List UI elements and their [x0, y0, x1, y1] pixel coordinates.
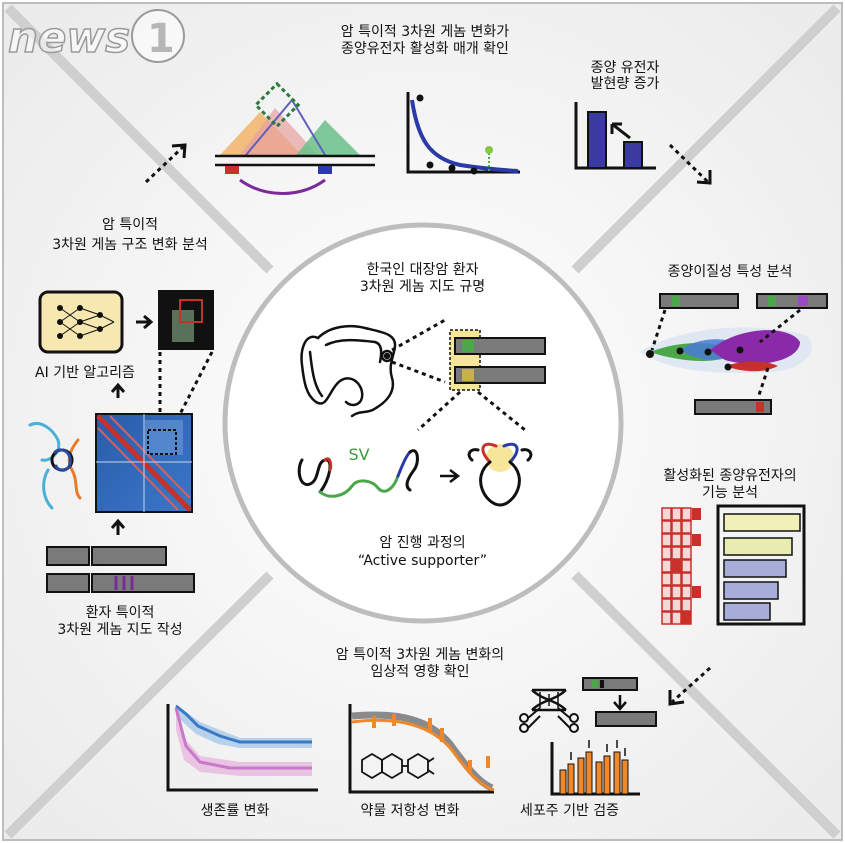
bottom-center-label-line-1: 암 특이적 3차원 게놈 변화의 [335, 647, 505, 663]
arrow-up-icon [110, 518, 126, 535]
hic-heatmap [95, 413, 193, 513]
tad-triangles [215, 81, 375, 195]
top-center-label-line-1: 암 특이적 3차원 게놈 변화가 [340, 24, 510, 40]
edit-tracks [582, 677, 657, 727]
chromatin-knot-icon [28, 422, 82, 510]
validation-bar-chart [550, 740, 640, 796]
expression-bar-chart [574, 102, 656, 170]
survival-plot [166, 704, 318, 792]
heterogeneity-plot [640, 293, 828, 415]
arrow-right-icon [136, 314, 154, 330]
left-top-label-line-2: 3차원 게놈 구조 변화 분석 [52, 237, 208, 253]
cell-line-validation-label: 세포주 기반 검증 [520, 803, 620, 819]
news1-watermark-logo: news 1 [7, 9, 185, 63]
right-bottom-label-line-1: 활성화된 종양유전자의 [663, 468, 797, 484]
left-top-label-line-1: 암 특이적 [102, 217, 158, 233]
svg-text:news: news [8, 13, 130, 62]
center-top-label-line-1: 한국인 대장암 환자 [366, 262, 479, 278]
right-top-label: 종양이질성 특성 분석 [667, 264, 793, 280]
zoom-line [416, 390, 462, 432]
center-bottom-label-line-1: 암 진행 과정의 [379, 535, 466, 551]
bottom-center-label-line-2: 임상적 영향 확인 [370, 664, 470, 680]
zoom-line [391, 360, 446, 384]
neural-network-icon [38, 290, 124, 354]
dna-scissors-icon [519, 688, 579, 733]
drug-resistance-plot [348, 704, 495, 794]
sv-label: SV [348, 445, 370, 464]
colon-icon [300, 324, 397, 418]
loop-chromatin [467, 442, 533, 507]
chemical-structure-icon [361, 752, 435, 780]
panel-dividers [4, 4, 841, 839]
decay-plot [406, 92, 520, 175]
ai-algorithm-label: AI 기반 알고리즘 [35, 365, 135, 381]
sv-chromatin [297, 449, 419, 498]
genome-tracks [449, 329, 546, 391]
zoom-line [477, 390, 526, 432]
arrow-right-icon [440, 469, 461, 483]
center-bottom-label-line-2: “Active supporter” [357, 553, 488, 569]
center-top-label-line-2: 3차원 게놈 지도 규명 [359, 279, 486, 295]
flow-arrows [144, 143, 712, 706]
left-bottom-label-line-2: 3차원 게놈 지도 작성 [57, 622, 183, 638]
right-bottom-label-line-2: 기능 분석 [702, 485, 758, 501]
top-center-label-line-2: 종양유전자 활성화 매개 확인 [341, 41, 509, 57]
ai-output-map [158, 290, 214, 350]
drug-resistance-label: 약물 저항성 변화 [360, 803, 460, 819]
top-right-label-line-2: 발현량 증가 [590, 76, 660, 92]
arrow-up-icon [110, 382, 126, 398]
zoom-line [391, 318, 446, 352]
svg-text:1: 1 [147, 16, 175, 62]
survival-label: 생존률 변화 [200, 803, 270, 819]
top-right-label-line-1: 종양 유전자 [590, 60, 660, 76]
left-bottom-label-line-1: 환자 특이적 [85, 605, 155, 621]
center-circle [222, 222, 624, 624]
patient-tracks [46, 546, 195, 593]
oncogene-function-chart [661, 504, 806, 626]
